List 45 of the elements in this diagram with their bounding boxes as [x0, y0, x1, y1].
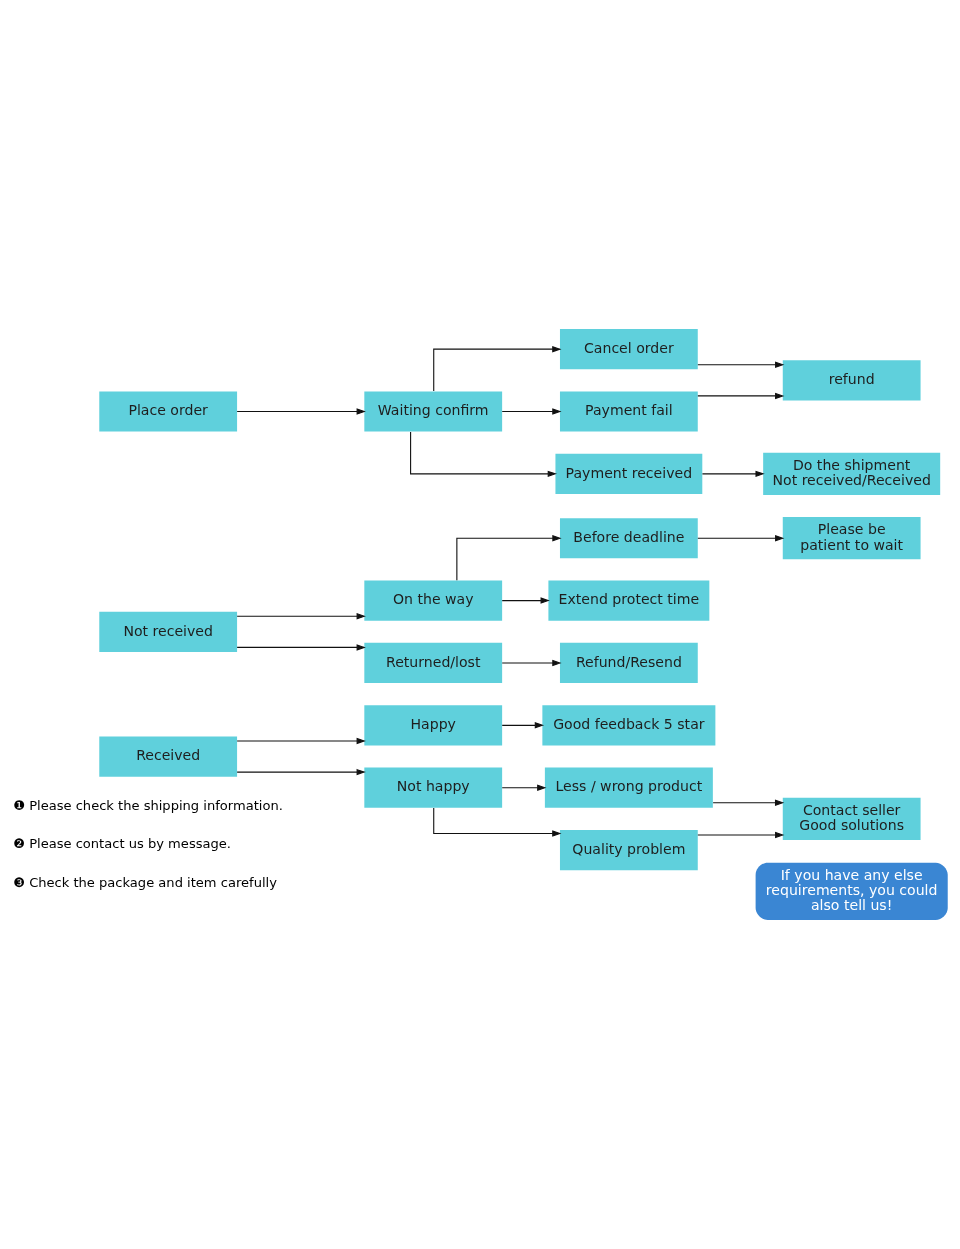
arrow: [697, 361, 785, 368]
node-box: Before deadline: [559, 518, 698, 559]
node-box: Waiting confirm: [364, 391, 503, 432]
arrow: [501, 784, 547, 791]
node-box: Contact seller Good solutions: [782, 797, 921, 840]
label: ❸ Check the package and item carefully: [13, 874, 277, 890]
arrow: [456, 535, 562, 581]
arrow: [697, 535, 785, 542]
arrow: [236, 612, 366, 620]
arrow: [236, 644, 366, 651]
arrow: [433, 807, 562, 837]
node-box: Extend protect time: [548, 580, 710, 621]
node-box: If you have any else requirements, you could also tell us!: [755, 862, 948, 920]
node-box: Happy: [364, 705, 503, 746]
node-box: Payment fail: [559, 391, 698, 432]
arrow: [236, 408, 366, 415]
arrow: [236, 737, 366, 745]
node-box: Received: [99, 736, 238, 777]
label: ❶ Please check the shipping information.: [13, 798, 283, 814]
node-box: Returned/lost: [364, 642, 503, 684]
node-box: refund: [782, 360, 921, 401]
label: ❷ Please contact us by message.: [13, 836, 231, 852]
node-box: Please be patient to wait: [782, 517, 921, 560]
arrow: [433, 345, 562, 392]
arrow: [501, 659, 562, 667]
arrow: [697, 831, 785, 839]
arrow: [501, 408, 562, 415]
node-box: Place order: [99, 391, 238, 432]
node-box: On the way: [364, 580, 503, 621]
arrow: [501, 722, 544, 729]
node-box: Less / wrong product: [544, 767, 713, 808]
arrow: [410, 431, 557, 478]
arrow: [697, 392, 785, 400]
arrow: [501, 597, 550, 604]
node-box: Cancel order: [559, 329, 698, 370]
arrow: [712, 799, 785, 807]
node-box: Not received: [99, 611, 238, 652]
arrow: [701, 470, 765, 478]
node-box: Good feedback 5 star: [542, 705, 716, 746]
arrow: [236, 768, 366, 776]
node-box: Do the shipment Not received/Received: [763, 452, 941, 495]
node-box: Payment received: [555, 453, 703, 494]
node-box: Not happy: [364, 767, 503, 808]
node-box: Refund/Resend: [559, 642, 698, 684]
node-box: Quality problem: [559, 829, 698, 871]
